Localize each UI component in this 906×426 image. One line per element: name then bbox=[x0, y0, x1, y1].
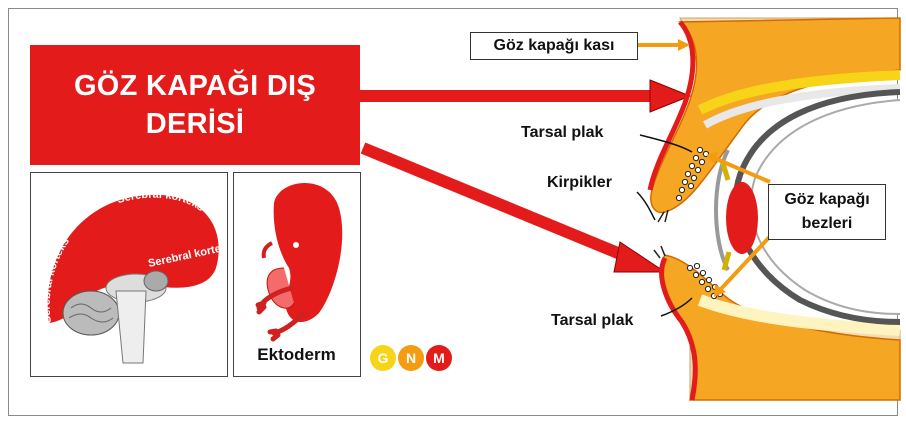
brainstem-shape bbox=[115, 290, 147, 364]
logo-g: G bbox=[370, 345, 396, 371]
label-eyelid-glands-line-2: bezleri bbox=[801, 215, 853, 232]
embryo-panel: Ektoderm bbox=[233, 172, 361, 377]
embryo-illustration bbox=[255, 183, 343, 342]
label-tarsal-plate-upper: Tarsal plak bbox=[521, 124, 604, 141]
cerebellum-shape bbox=[62, 290, 120, 336]
label-eyelid-glands: Göz kapağı bezleri bbox=[768, 184, 886, 240]
label-tarsal-plate-lower: Tarsal plak bbox=[551, 312, 634, 329]
title-line-2: DERİSİ bbox=[145, 108, 245, 140]
label-eyelashes: Kirpikler bbox=[547, 174, 612, 191]
gnm-logo: G N M bbox=[370, 343, 462, 373]
title-box: GÖZ KAPAĞI DIŞ DERİSİ bbox=[30, 45, 360, 165]
label-eyelid-muscle: Göz kapağı kası bbox=[470, 32, 638, 60]
brain-panel: Serebral korteks Serebral korteks Serebr… bbox=[30, 172, 234, 377]
logo-m: M bbox=[426, 345, 452, 371]
logo-n: N bbox=[398, 345, 424, 371]
brain-illustration: Serebral korteks Serebral korteks Serebr… bbox=[41, 189, 234, 364]
embryo-caption: Ektoderm bbox=[257, 345, 336, 364]
title-line-1: GÖZ KAPAĞI DIŞ bbox=[73, 70, 317, 102]
label-eyelid-glands-line-1: Göz kapağı bbox=[784, 191, 870, 208]
